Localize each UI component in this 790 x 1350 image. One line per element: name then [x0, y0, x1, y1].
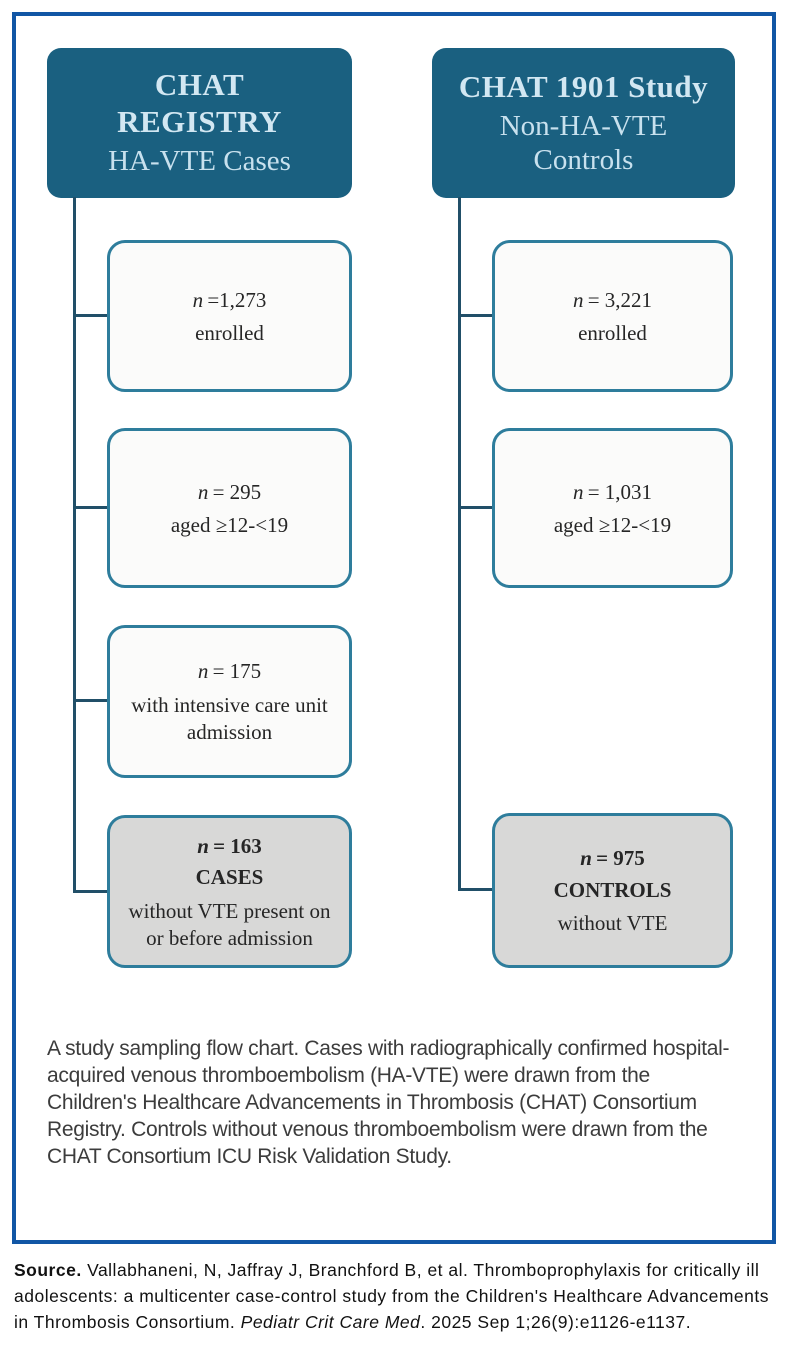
chat-1901-subtitle-line2: Controls: [533, 143, 634, 176]
chat-1901-subtitle: Non-HA-VTE Controls: [500, 110, 668, 177]
right-box-enrolled-n: n = 3,221: [572, 287, 653, 312]
right-box-aged: n = 1,031 aged ≥12-<19: [492, 428, 733, 588]
right-box-aged-desc: aged ≥12-<19: [553, 513, 672, 538]
left-box-icu-desc: with intensive care unit admission: [131, 692, 328, 745]
left-stub-4: [73, 890, 107, 893]
left-box-aged-n: n = 295: [197, 479, 262, 504]
figure-caption: A study sampling flow chart. Cases with …: [47, 1037, 730, 1168]
chat-registry-title-line2: REGISTRY: [117, 103, 282, 139]
right-box-controls-label: CONTROLS: [553, 877, 672, 902]
left-box-aged-desc: aged ≥12-<19: [170, 513, 289, 538]
chat-registry-subtitle: HA-VTE Cases: [108, 145, 291, 178]
left-box-enrolled: n =1,273 enrolled: [107, 240, 352, 392]
left-box-cases-desc: without VTE present on or before admissi…: [128, 898, 331, 950]
left-box-cases-label: CASES: [195, 865, 264, 890]
source-label: Source.: [14, 1260, 82, 1280]
right-box-enrolled-desc: enrolled: [578, 321, 647, 346]
right-stub-2: [458, 506, 492, 509]
chat-registry-title-line1: CHAT: [154, 67, 245, 103]
right-stub-3: [458, 888, 492, 891]
chat-registry-header: CHAT REGISTRY HA-VTE Cases: [47, 48, 352, 198]
left-box-cases: n = 163 CASES without VTE present on or …: [107, 815, 352, 968]
left-box-cases-n: n = 163: [197, 833, 262, 858]
left-box-icu-n: n = 175: [197, 659, 262, 684]
left-stub-2: [73, 506, 107, 509]
source-text: Vallabhaneni, N, Jaffray J, Branchford B…: [14, 1260, 769, 1332]
right-box-controls-desc: without VTE: [557, 911, 668, 936]
right-box-enrolled: n = 3,221 enrolled: [492, 240, 733, 392]
right-spine-line: [458, 197, 461, 891]
left-stub-1: [73, 314, 107, 317]
left-box-aged: n = 295 aged ≥12-<19: [107, 428, 352, 588]
chat-1901-title: CHAT 1901 Study: [458, 68, 709, 104]
source-text-after: . 2025 Sep 1;26(9):e1126-e1137.: [420, 1311, 692, 1332]
right-stub-1: [458, 314, 492, 317]
source-journal: Pediatr Crit Care Med: [240, 1311, 421, 1332]
left-spine-line: [73, 197, 76, 893]
chat-registry-title: CHAT REGISTRY: [117, 67, 282, 140]
right-box-aged-n: n = 1,031: [572, 479, 653, 504]
right-box-controls-n: n = 975: [580, 846, 645, 871]
left-box-enrolled-n: n =1,273: [192, 287, 267, 312]
left-stub-3: [73, 699, 107, 702]
right-box-controls: n = 975 CONTROLS without VTE: [492, 813, 733, 968]
chat-1901-header: CHAT 1901 Study Non-HA-VTE Controls: [432, 48, 735, 198]
left-box-enrolled-desc: enrolled: [195, 321, 264, 346]
source-citation: Source. Vallabhaneni, N, Jaffray J, Bran…: [14, 1258, 778, 1336]
chat-1901-subtitle-line1: Non-HA-VTE: [499, 110, 668, 143]
left-box-icu: n = 175 with intensive care unit admissi…: [107, 625, 352, 778]
